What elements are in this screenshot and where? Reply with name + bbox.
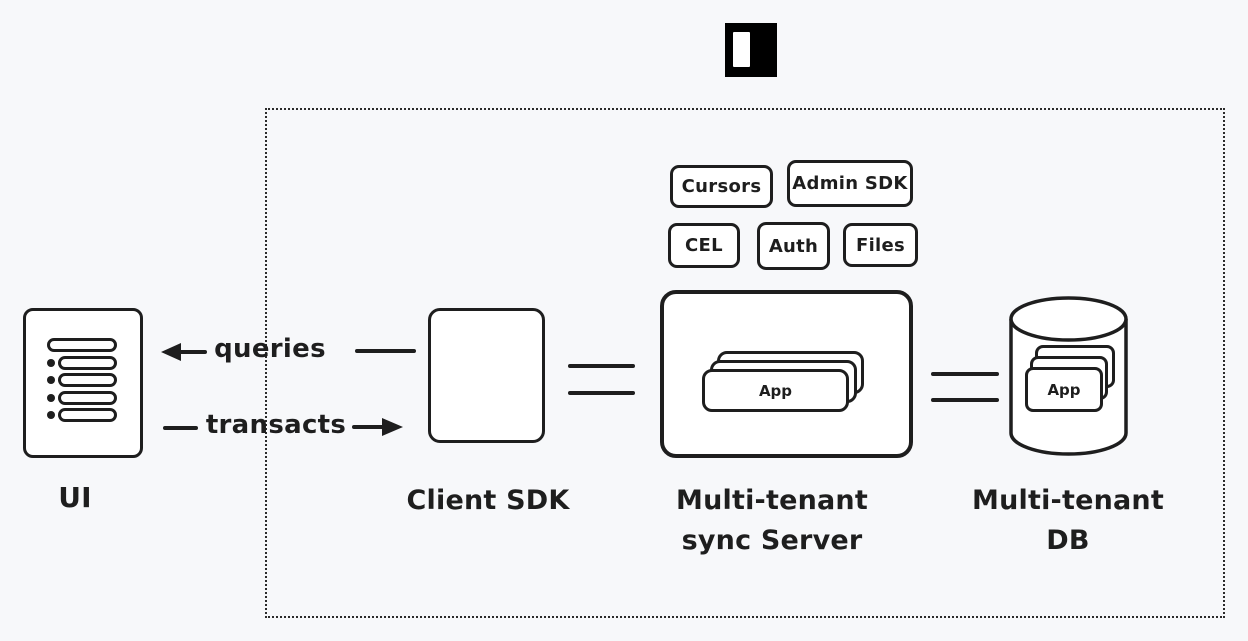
list-row [47,338,117,352]
app-card-label: App [1047,380,1081,399]
list-pill [58,355,117,370]
chip-label: Files [855,234,906,256]
chip-cursors: Cursors [670,165,773,208]
instant-logo-bar-icon [733,32,750,67]
list-row [47,408,117,422]
sync-server-label-line2: sync Server [681,525,863,556]
ui-node [23,308,143,458]
app-card-front: App [702,369,849,412]
list-pill [47,338,117,352]
app-card-label: App [758,381,793,400]
chip-cel: CEL [668,223,740,268]
bullet-dot-icon [47,376,55,384]
chip-admin-sdk: Admin SDK [787,160,913,207]
queries-label: queries [214,334,326,364]
db-label: Multi-tenant DB [968,481,1168,561]
chip-auth: Auth [757,222,830,270]
sync-server-node: App [660,290,913,458]
db-label-line1: Multi-tenant [972,485,1164,516]
instant-logo [725,23,777,77]
bullet-dot-icon [47,358,55,367]
list-icon [47,338,117,422]
chip-label: Auth [768,235,819,257]
db-app-card-front: App [1025,367,1103,412]
bullet-dot-icon [47,393,55,402]
chip-label: CEL [685,235,723,256]
chip-files: Files [843,223,918,267]
list-row [47,355,117,370]
bullet-dot-icon [47,411,55,419]
list-pill [58,373,117,387]
list-pill [58,408,117,422]
chip-label: Admin SDK [792,173,908,194]
ui-label: UI [58,481,92,514]
sync-server-label-line1: Multi-tenant [676,485,868,516]
sync-server-label: Multi-tenant sync Server [672,481,872,561]
list-row [47,373,117,387]
client-sdk-label: Client SDK [406,485,570,516]
platform-boundary-frame [265,108,1225,618]
chip-label: Cursors [681,176,762,197]
list-pill [58,390,117,405]
transacts-label: transacts [205,410,347,440]
list-row [47,390,117,405]
db-label-line2: DB [1046,525,1090,556]
client-sdk-node [428,308,545,443]
